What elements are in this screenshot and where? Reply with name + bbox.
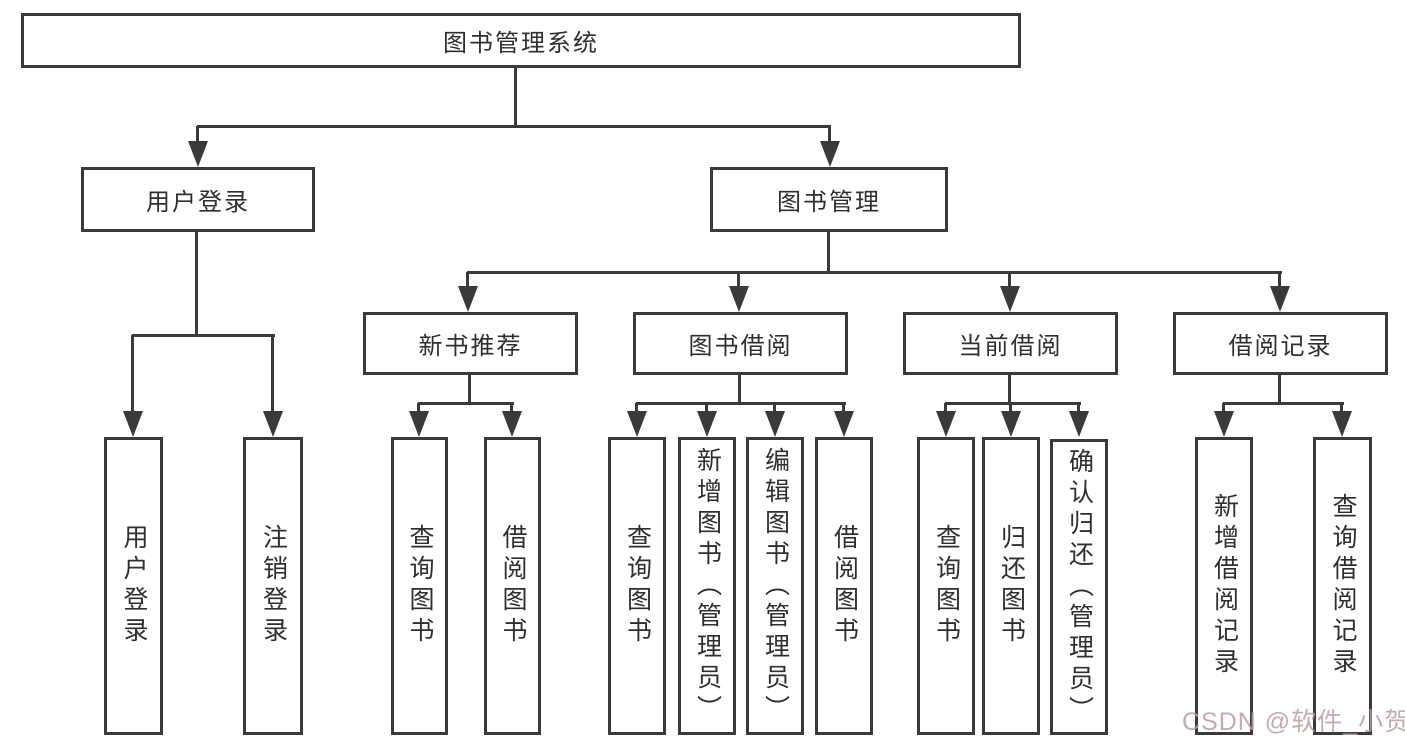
connector-arrow-stub — [1008, 272, 1011, 286]
node-book-borrowing: 图书借阅 — [633, 312, 848, 375]
node-borrow-records: 借阅记录 — [1173, 312, 1388, 375]
arrow-down-icon — [1069, 411, 1089, 437]
arrow-down-icon — [1270, 286, 1290, 312]
connector-line — [418, 402, 514, 405]
connector-arrow-stub — [1009, 403, 1012, 411]
connector-arrow-stub — [466, 272, 469, 286]
arrow-down-icon — [627, 411, 647, 437]
connector-line — [197, 125, 831, 128]
arrow-down-icon — [188, 141, 208, 167]
node-leaf-add-borrow-record: 新增借阅记录 — [1195, 437, 1253, 735]
node-leaf-confirm-return-admin: 确认归还（管理员） — [1050, 439, 1108, 735]
arrow-down-icon — [1332, 411, 1352, 437]
node-leaf-query-books-current: 查询图书 — [917, 437, 975, 735]
connector-line — [945, 402, 1081, 405]
arrow-down-icon — [729, 286, 749, 312]
arrow-down-icon — [765, 411, 785, 437]
connector-arrow-stub — [705, 403, 708, 411]
arrow-down-icon — [1214, 411, 1234, 437]
connector-line — [467, 271, 1282, 274]
arrow-down-icon — [936, 411, 956, 437]
connector-arrow-stub — [828, 126, 831, 141]
arrow-down-icon — [697, 411, 717, 437]
arrow-down-icon — [123, 411, 143, 437]
node-leaf-add-books-admin: 新增图书（管理员） — [678, 437, 736, 735]
connector-arrow-stub — [1077, 403, 1080, 411]
node-leaf-borrow-books-recommend: 借阅图书 — [484, 437, 541, 735]
connector-arrow-stub — [842, 403, 845, 411]
connector-arrow-stub — [510, 403, 513, 411]
node-leaf-query-books-borrowing: 查询图书 — [608, 437, 666, 735]
node-leaf-query-books-recommend: 查询图书 — [391, 437, 448, 735]
node-book-management: 图书管理 — [710, 167, 948, 232]
connector-line — [514, 68, 517, 128]
arrow-down-icon — [502, 411, 522, 437]
connector-line — [1278, 375, 1281, 405]
connector-arrow-stub — [944, 403, 947, 411]
node-current-borrowing: 当前借阅 — [903, 312, 1118, 375]
arrow-down-icon — [834, 411, 854, 437]
node-root: 图书管理系统 — [21, 13, 1021, 68]
connector-arrow-stub — [737, 272, 740, 286]
connector-line — [636, 402, 846, 405]
connector-line — [132, 334, 275, 337]
connector-arrow-stub — [635, 403, 638, 411]
connector-arrow-stub — [1222, 403, 1225, 411]
arrow-down-icon — [820, 141, 840, 167]
node-leaf-user-login: 用户登录 — [104, 437, 163, 735]
arrow-down-icon — [263, 411, 283, 437]
node-leaf-logout: 注销登录 — [243, 437, 303, 735]
connector-arrow-stub — [271, 335, 274, 411]
connector-arrow-stub — [131, 335, 134, 411]
node-leaf-query-borrow-record: 查询借阅记录 — [1313, 437, 1372, 735]
arrow-down-icon — [458, 286, 478, 312]
connector-arrow-stub — [1278, 272, 1281, 286]
connector-line — [1223, 402, 1344, 405]
watermark: CSDN @软件_小贺同学 — [1182, 708, 1405, 736]
connector-line — [195, 232, 198, 337]
connector-line — [738, 375, 741, 405]
node-leaf-return-books: 归还图书 — [982, 437, 1040, 735]
connector-line — [827, 232, 830, 274]
arrow-down-icon — [1000, 286, 1020, 312]
node-leaf-borrow-books: 借阅图书 — [815, 437, 873, 735]
connector-arrow-stub — [1340, 403, 1343, 411]
arrow-down-icon — [409, 411, 429, 437]
node-user-login: 用户登录 — [81, 167, 315, 232]
connector-arrow-stub — [196, 126, 199, 141]
connector-line — [1008, 375, 1011, 405]
connector-line — [468, 375, 471, 405]
arrow-down-icon — [1001, 411, 1021, 437]
connector-arrow-stub — [417, 403, 420, 411]
node-leaf-edit-books-admin: 编辑图书（管理员） — [746, 437, 804, 735]
connector-arrow-stub — [773, 403, 776, 411]
node-new-book-recommend: 新书推荐 — [363, 312, 578, 375]
